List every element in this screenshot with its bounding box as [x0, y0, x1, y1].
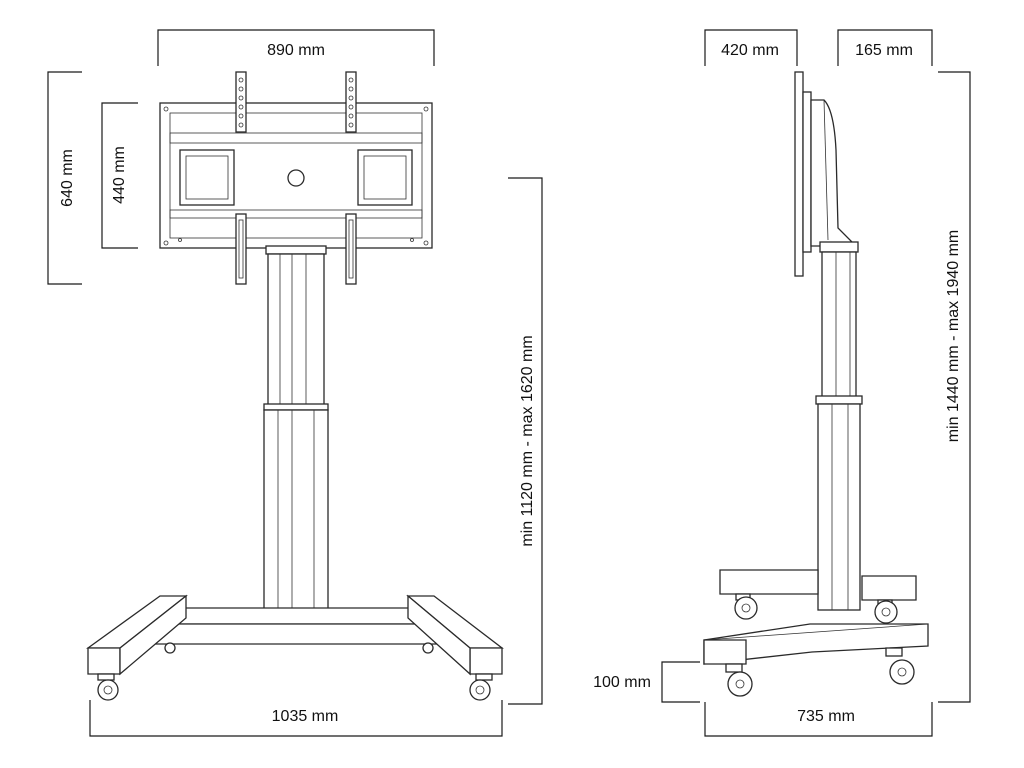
side-casters	[725, 593, 915, 697]
front-column-lower	[263, 403, 329, 625]
dim-front-height-range: min 1120 mm - max 1620 mm	[519, 335, 536, 546]
dim-side-height-range: min 1440 mm - max 1940 mm	[945, 230, 962, 443]
dim-front-width: 890 mm	[267, 42, 325, 59]
side-column-upper	[819, 241, 859, 399]
dim-side-base-depth: 735 mm	[797, 708, 855, 725]
front-casters	[97, 642, 493, 701]
side-dimension-lines	[661, 29, 971, 737]
side-column-lower	[815, 395, 863, 611]
dim-front-base-width: 1035 mm	[272, 708, 339, 725]
dim-side-bracket-depth: 420 mm	[721, 42, 779, 59]
front-view: 890 mm 640 mm 440 mm min 1120 mm - max 1…	[47, 29, 543, 737]
front-dimension-lines	[47, 29, 543, 737]
side-base	[703, 569, 929, 665]
side-view: 420 mm 165 mm min 1440 mm - max 1940 mm …	[593, 29, 971, 737]
dim-side-offset: 165 mm	[855, 42, 913, 59]
dim-front-bracket-outer: 640 mm	[59, 149, 76, 207]
front-rail-right	[345, 71, 357, 285]
front-rail-left	[235, 71, 247, 285]
front-mount-plate	[159, 102, 433, 249]
front-column-upper	[265, 245, 327, 410]
dim-front-bracket-inner: 440 mm	[111, 146, 128, 204]
dim-side-base-height: 100 mm	[593, 674, 651, 691]
front-base	[85, 594, 504, 676]
